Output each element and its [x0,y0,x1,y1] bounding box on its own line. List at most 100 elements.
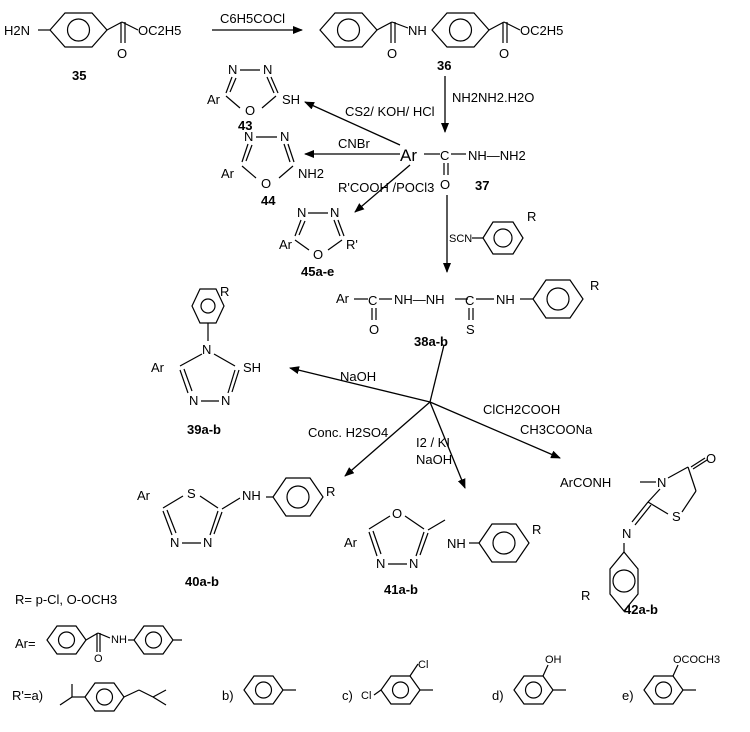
ester-group-36: OC2H5 [520,23,563,38]
compound-43: N N O Ar SH 43 [207,62,300,133]
substituent-r: R [527,209,536,224]
aryl-group: Ar [137,488,151,503]
ring-oxygen: O [313,247,323,262]
hydrazide-oxygen: O [440,177,450,192]
aryl-group: Ar [279,237,293,252]
reagent-naoh-2: NaOH [416,452,452,467]
hydrazide-group: NH—NH2 [468,148,526,163]
aryl-group: Ar [207,92,221,107]
substituent-r: R [581,588,590,603]
arrow-38-to-40 [344,401,431,477]
compound-37: Ar C O NH—NH2 37 [400,146,526,193]
thio-carbon: C [465,293,474,308]
amide-nh: NH [408,23,427,38]
ring-oxygen: O [261,176,271,191]
arrow-37-to-43 [304,101,401,146]
ring-oxygen: O [392,506,402,521]
compound-label-43: 43 [238,118,252,133]
compound-label-37: 37 [475,178,489,193]
arrow-37-to-45 [354,164,411,213]
imine-nitrogen: N [622,526,631,541]
carbonyl-oxygen: O [369,322,379,337]
thioamide-nh: NH [496,292,515,307]
ring-nitrogen: N [409,556,418,571]
amine-group: NH2 [298,166,324,181]
ring-nitrogen: N [280,129,289,144]
reagent-clch2cooh: ClCH2COOH [483,402,560,417]
reagent-pocl3: R'COOH /POCl3 [338,180,434,195]
r-definition: R= p-Cl, O-OCH3 [15,592,117,607]
compound-label-45: 45a-e [301,264,334,279]
acetoxy-substituent: OCOCH3 [673,654,720,666]
thiol-group: SH [282,92,300,107]
compound-label-44: 44 [261,193,276,208]
compound-44: N N O Ar NH2 44 [221,129,324,208]
ring-nitrogen: N [657,475,666,490]
option-d: d) [492,688,504,703]
aryl-group: Ar [400,146,417,165]
compound-label-35: 35 [72,68,86,83]
isothiocyanate-reagent: SCN R [449,209,536,255]
substituent-r: R [532,522,541,537]
reagent-h2so4: Conc. H2SO4 [308,425,388,440]
arrow-38-to-39 [289,366,431,403]
aryl-group: Ar [344,535,358,550]
ring-nitrogen: N [189,393,198,408]
compound-label-39: 39a-b [187,422,221,437]
arconh-group: ArCONH [560,475,611,490]
aryl-group: Ar [221,166,235,181]
compound-label-42: 42a-b [624,602,658,617]
compound-label-36: 36 [437,58,451,73]
reagent-i2ki: I2 / KI [416,435,450,450]
reagent-ch3coona: CH3COONa [520,422,593,437]
rprime-definition: R'=a) [12,688,43,703]
reagent-naoh: NaOH [340,369,376,384]
ring-nitrogen: N [330,205,339,220]
compound-36: O NH O OC2H5 36 [319,12,563,73]
ester-oxygen: O [499,46,509,61]
ring-nitrogen: N [228,62,237,77]
reagent-cs2: CS2/ KOH/ HCl [345,104,435,119]
carbonyl-oxygen: O [117,46,127,61]
ring-oxygen: O [245,103,255,118]
branch-stem [429,344,445,403]
compound-41: O N N Ar NH R 41a-b [344,506,541,597]
hydroxy-substituent: OH [545,654,562,666]
compound-label-38: 38a-b [414,334,448,349]
reagent-benzoyl-chloride: C6H5COCl [220,11,285,26]
ring-sulfur: S [187,486,196,501]
option-c: c) [342,688,353,703]
ar-nh: NH [111,634,127,646]
substituent-r: R [590,278,599,293]
ring-nitrogen: N [297,205,306,220]
reagent-hydrazine: NH2NH2.H2O [452,90,534,105]
ring-nitrogen: N [202,342,211,357]
hydrazide-carbon: C [440,148,449,163]
legend: R= p-Cl, O-OCH3 Ar= O NH R'=a) b) c) C [12,592,720,712]
ring-nitrogen: N [203,535,212,550]
arrow-38-to-42 [429,401,561,459]
amine-nh: NH [447,536,466,551]
carbonyl-oxygen: O [706,451,716,466]
chloro-substituent: Cl [361,690,371,702]
chloro-substituent: Cl [418,659,428,671]
thiol-group: SH [243,360,261,375]
compound-label-41: 41a-b [384,582,418,597]
ar-definition: Ar= [15,636,36,651]
compound-42: ArCONH N O S N R 42a-b [560,451,716,617]
option-e: e) [622,688,634,703]
arrow-38-to-41 [429,401,466,489]
aryl-group: Ar [151,360,165,375]
ring-sulfur: S [672,509,681,524]
compound-label-40: 40a-b [185,574,219,589]
substituent-r: R [326,484,335,499]
reagent-cnbr: CNBr [338,136,370,151]
ring-nitrogen: N [263,62,272,77]
compound-35: H2N O OC2H5 35 [4,12,181,83]
aryl-group: Ar [336,291,350,306]
compound-39: R N N N Ar SH 39a-b [151,284,261,437]
r-prime-group: R' [346,237,358,252]
ring-nitrogen: N [244,129,253,144]
carbonyl-carbon: C [368,293,377,308]
